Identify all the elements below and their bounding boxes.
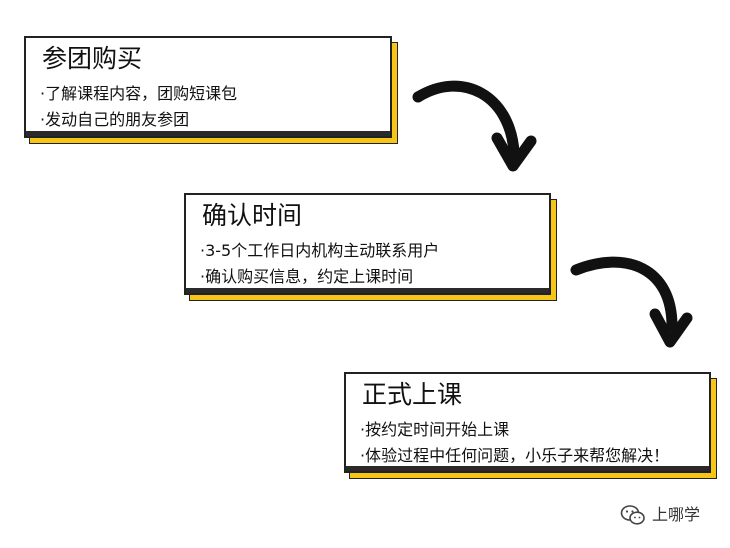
step-1-title: 参团购买 (42, 44, 143, 73)
step-1-line-2: ·发动自己的朋友参团 (40, 110, 190, 129)
step-card-1: 参团购买 ·了解课程内容，团购短课包 ·发动自己的朋友参团 (24, 36, 398, 144)
arrow-2-icon (570, 256, 693, 348)
watermark: 上哪学 (620, 500, 700, 530)
step-2-line-2: ·确认购买信息，约定上课时间 (200, 267, 414, 286)
step-card-1-body: 参团购买 ·了解课程内容，团购短课包 ·发动自己的朋友参团 (24, 36, 392, 138)
wechat-icon (620, 505, 645, 525)
step-1-bottom-bar (26, 131, 390, 136)
step-card-2-body: 确认时间 ·3-5个工作日内机构主动联系用户 ·确认购买信息，约定上课时间 (184, 193, 551, 295)
step-3-title: 正式上课 (362, 380, 463, 409)
step-card-2: 确认时间 ·3-5个工作日内机构主动联系用户 ·确认购买信息，约定上课时间 (184, 193, 557, 301)
step-3-line-2: ·体验过程中任何问题，小乐子来帮您解决！ (360, 446, 670, 465)
watermark-text: 上哪学 (652, 505, 701, 524)
step-2-bottom-bar (186, 288, 549, 293)
step-card-3-body: 正式上课 ·按约定时间开始上课 ·体验过程中任何问题，小乐子来帮您解决！ (344, 372, 711, 473)
step-card-3: 正式上课 ·按约定时间开始上课 ·体验过程中任何问题，小乐子来帮您解决！ (344, 372, 717, 479)
step-2-line-1: ·3-5个工作日内机构主动联系用户 (200, 241, 440, 260)
step-1-line-1: ·了解课程内容，团购短课包 (40, 84, 238, 103)
step-3-bottom-bar (346, 466, 709, 471)
step-3-line-1: ·按约定时间开始上课 (360, 420, 510, 439)
arrow-1-icon (412, 80, 537, 172)
step-2-title: 确认时间 (202, 201, 303, 230)
